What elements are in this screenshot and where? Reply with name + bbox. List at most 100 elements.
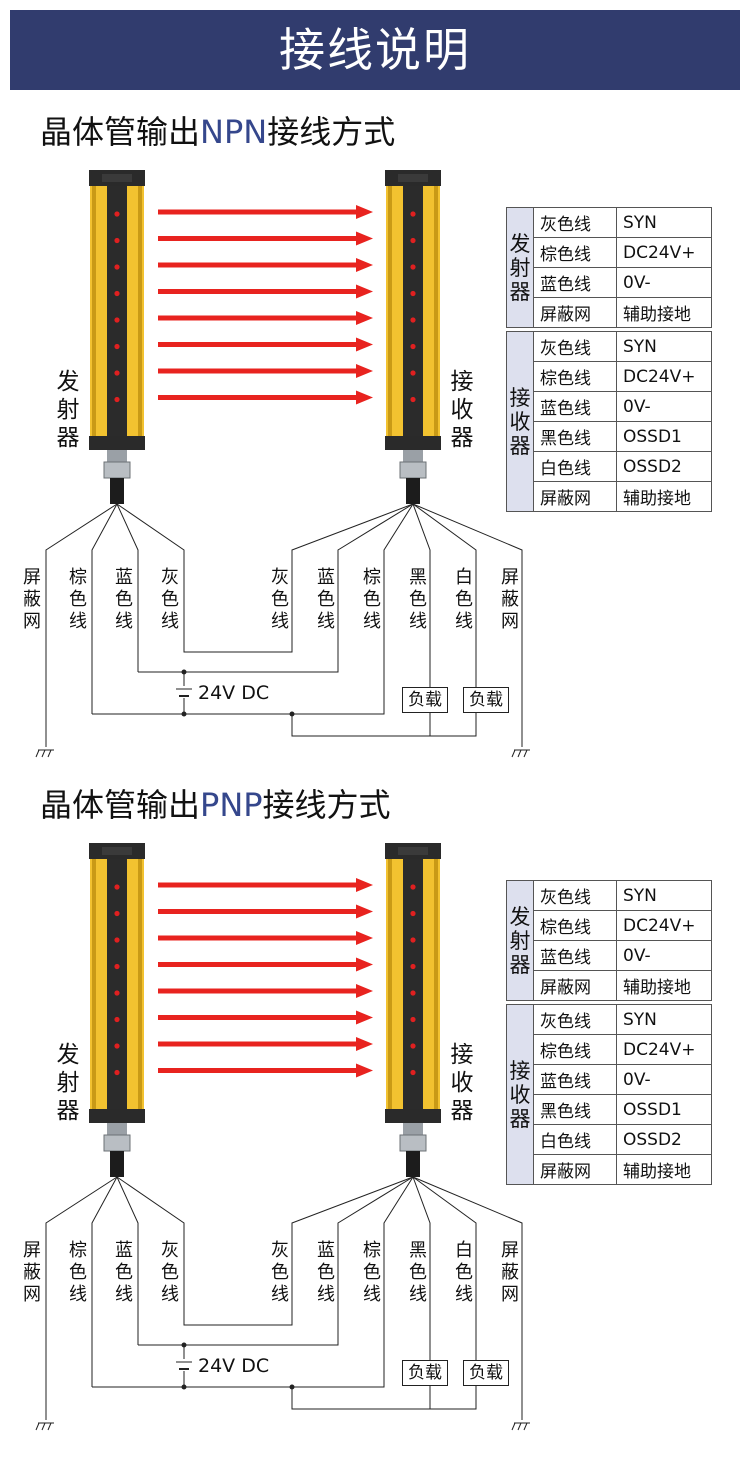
wire-load-return: [430, 1385, 477, 1410]
beam-arrow-head: [356, 390, 373, 405]
sensor-edge: [138, 859, 142, 1109]
legend-function: OSSD2: [616, 451, 712, 482]
receiver-wire-blue: 蓝色线: [317, 567, 335, 632]
sensor-led: [114, 370, 120, 376]
wire-receiver-white: [412, 1176, 477, 1360]
wiring-diagram: [35, 843, 530, 1431]
load-box-1: 负载: [402, 687, 448, 713]
legend-color: 棕色线: [533, 910, 617, 941]
legend-group-receiver: 接收器: [506, 1004, 534, 1185]
sensor-led: [114, 937, 120, 943]
sensor-led: [410, 317, 416, 323]
section-title: 晶体管输出PNP接线方式: [40, 785, 391, 825]
legend-group-emitter: 发射器: [506, 880, 534, 1001]
receiver-label: 接收器: [450, 369, 474, 451]
legend-row: 屏蔽网辅助接地: [507, 481, 712, 512]
legend-function: SYN: [616, 880, 712, 911]
sensor-led: [114, 317, 120, 323]
ground-stroke: [35, 749, 40, 758]
legend-row: 屏蔽网辅助接地: [507, 970, 712, 1001]
receiver-wire-brown: 棕色线: [363, 567, 381, 632]
legend-color: 灰色线: [533, 880, 617, 911]
legend-function: SYN: [616, 1004, 712, 1035]
emitter-wire-shield: 屏蔽网: [23, 1240, 41, 1305]
sensor-top-slot: [102, 847, 132, 855]
wire-emitter-blue: [116, 1176, 139, 1345]
title-prefix: 晶体管输出: [40, 113, 201, 151]
ground-symbol: [35, 1422, 54, 1431]
ground-symbol: [35, 749, 54, 758]
connector-body: [399, 461, 427, 479]
sensor-led: [114, 237, 120, 244]
title-highlight: NPN: [200, 113, 268, 151]
wire-load-return: [291, 1385, 431, 1410]
ground-stroke: [511, 1422, 516, 1431]
sensor-led: [114, 1016, 120, 1023]
sensor-bottom-cap: [89, 436, 145, 450]
receiver-wire-shield: 屏蔽网: [501, 1240, 519, 1305]
sensor-top-slot: [398, 847, 428, 855]
connector-nut: [107, 450, 127, 462]
legend-function: 辅助接地: [616, 481, 712, 512]
cable-gland: [110, 1151, 124, 1177]
sensor-led: [410, 290, 416, 297]
receiver-wire-white: 白色线: [455, 567, 473, 632]
emitter-wire-brown: 棕色线: [69, 1240, 87, 1305]
sensor-led: [410, 396, 416, 403]
sensor-led: [410, 884, 416, 890]
legend-color: 蓝色线: [533, 391, 617, 422]
sensor-bottom-cap: [89, 1109, 145, 1123]
supply-label: 24V DC: [198, 1355, 270, 1377]
beam-arrow-head: [356, 1010, 373, 1025]
cable-gland: [406, 1151, 420, 1177]
beam-arrow-head: [356, 931, 373, 945]
wire-receiver-shield: [412, 1176, 523, 1420]
receiver-wire-gray: 灰色线: [271, 1240, 289, 1305]
emitter-wire-blue: 蓝色线: [115, 567, 133, 632]
sensor-led: [114, 290, 120, 297]
wire-emitter-shield: [45, 1176, 118, 1420]
beam-arrow-head: [356, 904, 373, 919]
junction-dot: [289, 1384, 295, 1390]
sensor-led: [114, 1069, 120, 1076]
sensor-led: [114, 910, 120, 917]
legend-function: OSSD1: [616, 1094, 712, 1125]
sensor-lens-strip: [107, 859, 127, 1109]
receiver-wire-black: 黑色线: [409, 567, 427, 632]
wire-receiver-white: [412, 503, 477, 687]
sensor-led: [410, 370, 416, 376]
beam-arrow-head: [356, 258, 373, 272]
ground-stroke: [47, 749, 52, 758]
sensor-led: [410, 343, 416, 350]
beam-arrow-head: [356, 1063, 373, 1078]
sensor-led: [114, 1043, 120, 1049]
emitter-wire-gray: 灰色线: [161, 1240, 179, 1305]
ground-symbol: [511, 1422, 530, 1431]
legend-function: 0V-: [616, 1064, 712, 1095]
wire-receiver-black: [412, 503, 431, 687]
receiver-wire-shield: 屏蔽网: [501, 567, 519, 632]
legend-row: 屏蔽网辅助接地: [507, 297, 712, 328]
legend-function: DC24V+: [616, 910, 712, 941]
wire-receiver-shield: [412, 503, 523, 747]
beam-arrow-head: [356, 878, 373, 892]
emitter-wire-brown: 棕色线: [69, 567, 87, 632]
sensor-lens-strip: [107, 186, 127, 436]
legend-color: 灰色线: [533, 207, 617, 238]
wire-receiver-brown: [92, 503, 414, 715]
ground-stroke: [511, 749, 516, 758]
legend-row: 屏蔽网辅助接地: [507, 1154, 712, 1185]
connector-body: [399, 1134, 427, 1152]
wire-emitter-brown: [91, 1176, 118, 1387]
section-title: 晶体管输出NPN接线方式: [40, 112, 395, 152]
wire-receiver-brown: [92, 1176, 414, 1388]
